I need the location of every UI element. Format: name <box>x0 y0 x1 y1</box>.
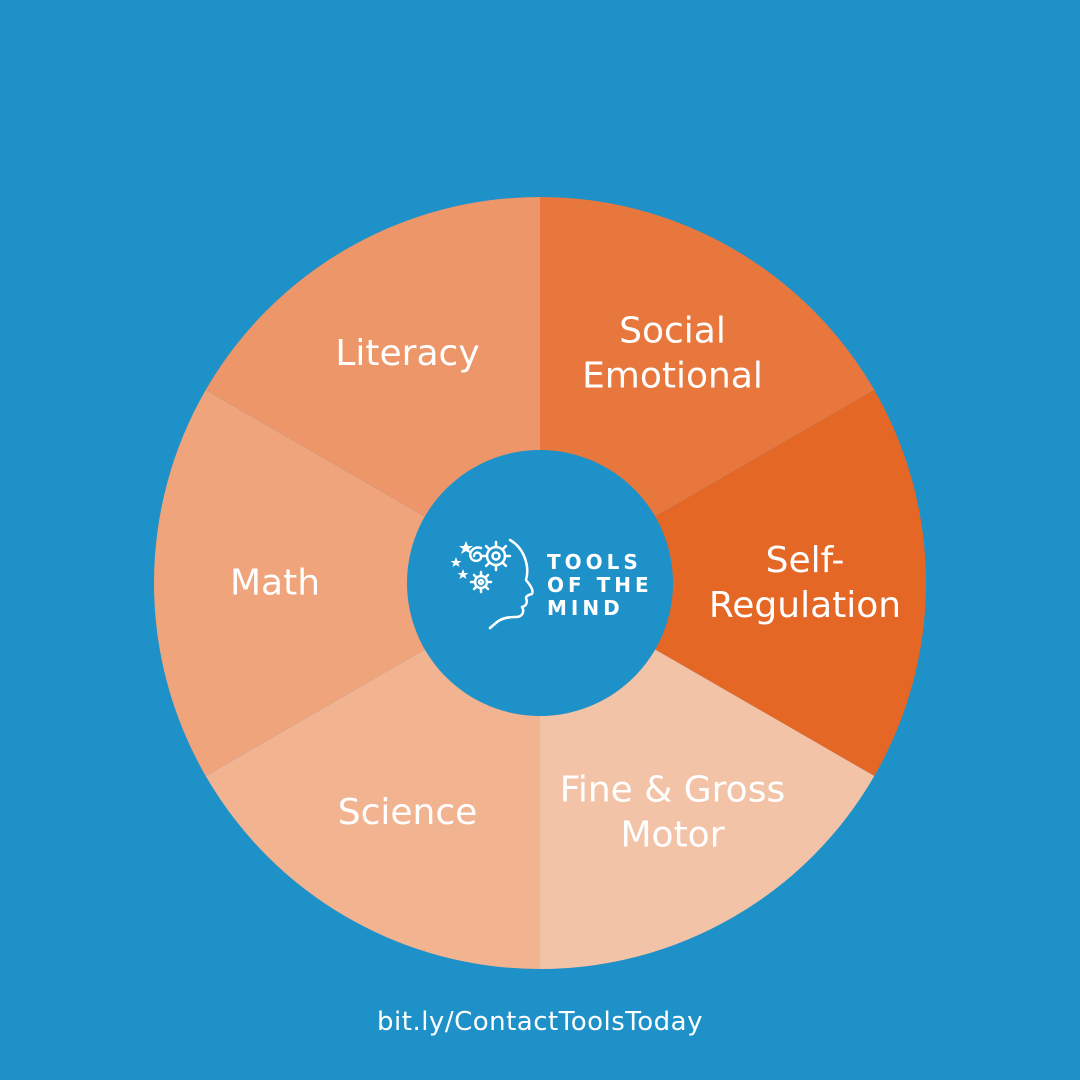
label-math: Math <box>230 563 320 604</box>
label-fine-gross-motor-line-2: Motor <box>620 815 724 856</box>
label-literacy: Literacy <box>335 333 479 374</box>
label-fine-gross-motor-line-1: Fine & Gross <box>560 770 785 811</box>
logo-line-3: MIND <box>547 596 624 620</box>
label-social-emotional-line-2: Emotional <box>582 356 763 397</box>
head-with-gears-icon <box>450 538 534 630</box>
segment-self-regulation <box>540 390 927 776</box>
logo-line-2: OF THE <box>547 573 653 597</box>
label-self-regulation-line-2: Regulation <box>709 585 901 626</box>
segment-math <box>153 390 540 776</box>
contact-link[interactable]: bit.ly/ContactToolsToday <box>377 1007 703 1037</box>
tools-of-the-mind-logo: TOOLS OF THE MIND <box>450 538 653 630</box>
label-science: Science <box>338 792 478 833</box>
logo-line-1: TOOLS <box>547 550 642 574</box>
center-circle <box>407 450 673 716</box>
label-social-emotional-line-1: Social <box>619 311 726 352</box>
label-self-regulation-line-1: Self- <box>766 540 845 581</box>
